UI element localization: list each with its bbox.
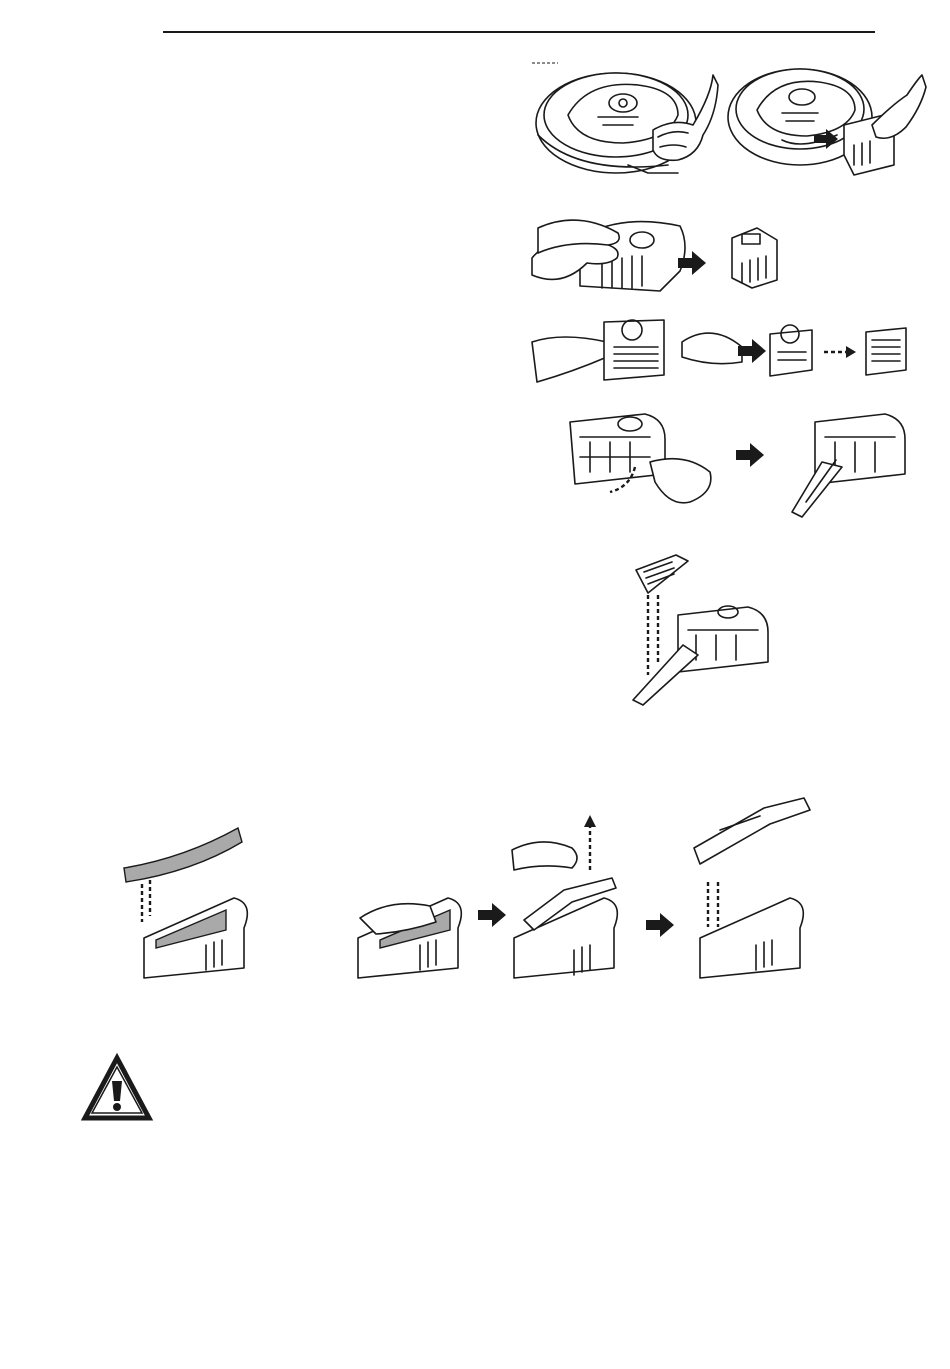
figure-filter-insert [628, 550, 778, 710]
figure-bin-press-release [532, 208, 792, 303]
figure-mop-pad-insert [120, 790, 820, 990]
header-rule [163, 31, 875, 33]
figure-robot-open-latch [528, 55, 718, 180]
figure-robot-remove-bin [722, 55, 932, 180]
figure-filter-remove [532, 312, 922, 382]
warning-triangle-icon [82, 1055, 152, 1121]
figure-bin-open-lid [560, 402, 920, 527]
